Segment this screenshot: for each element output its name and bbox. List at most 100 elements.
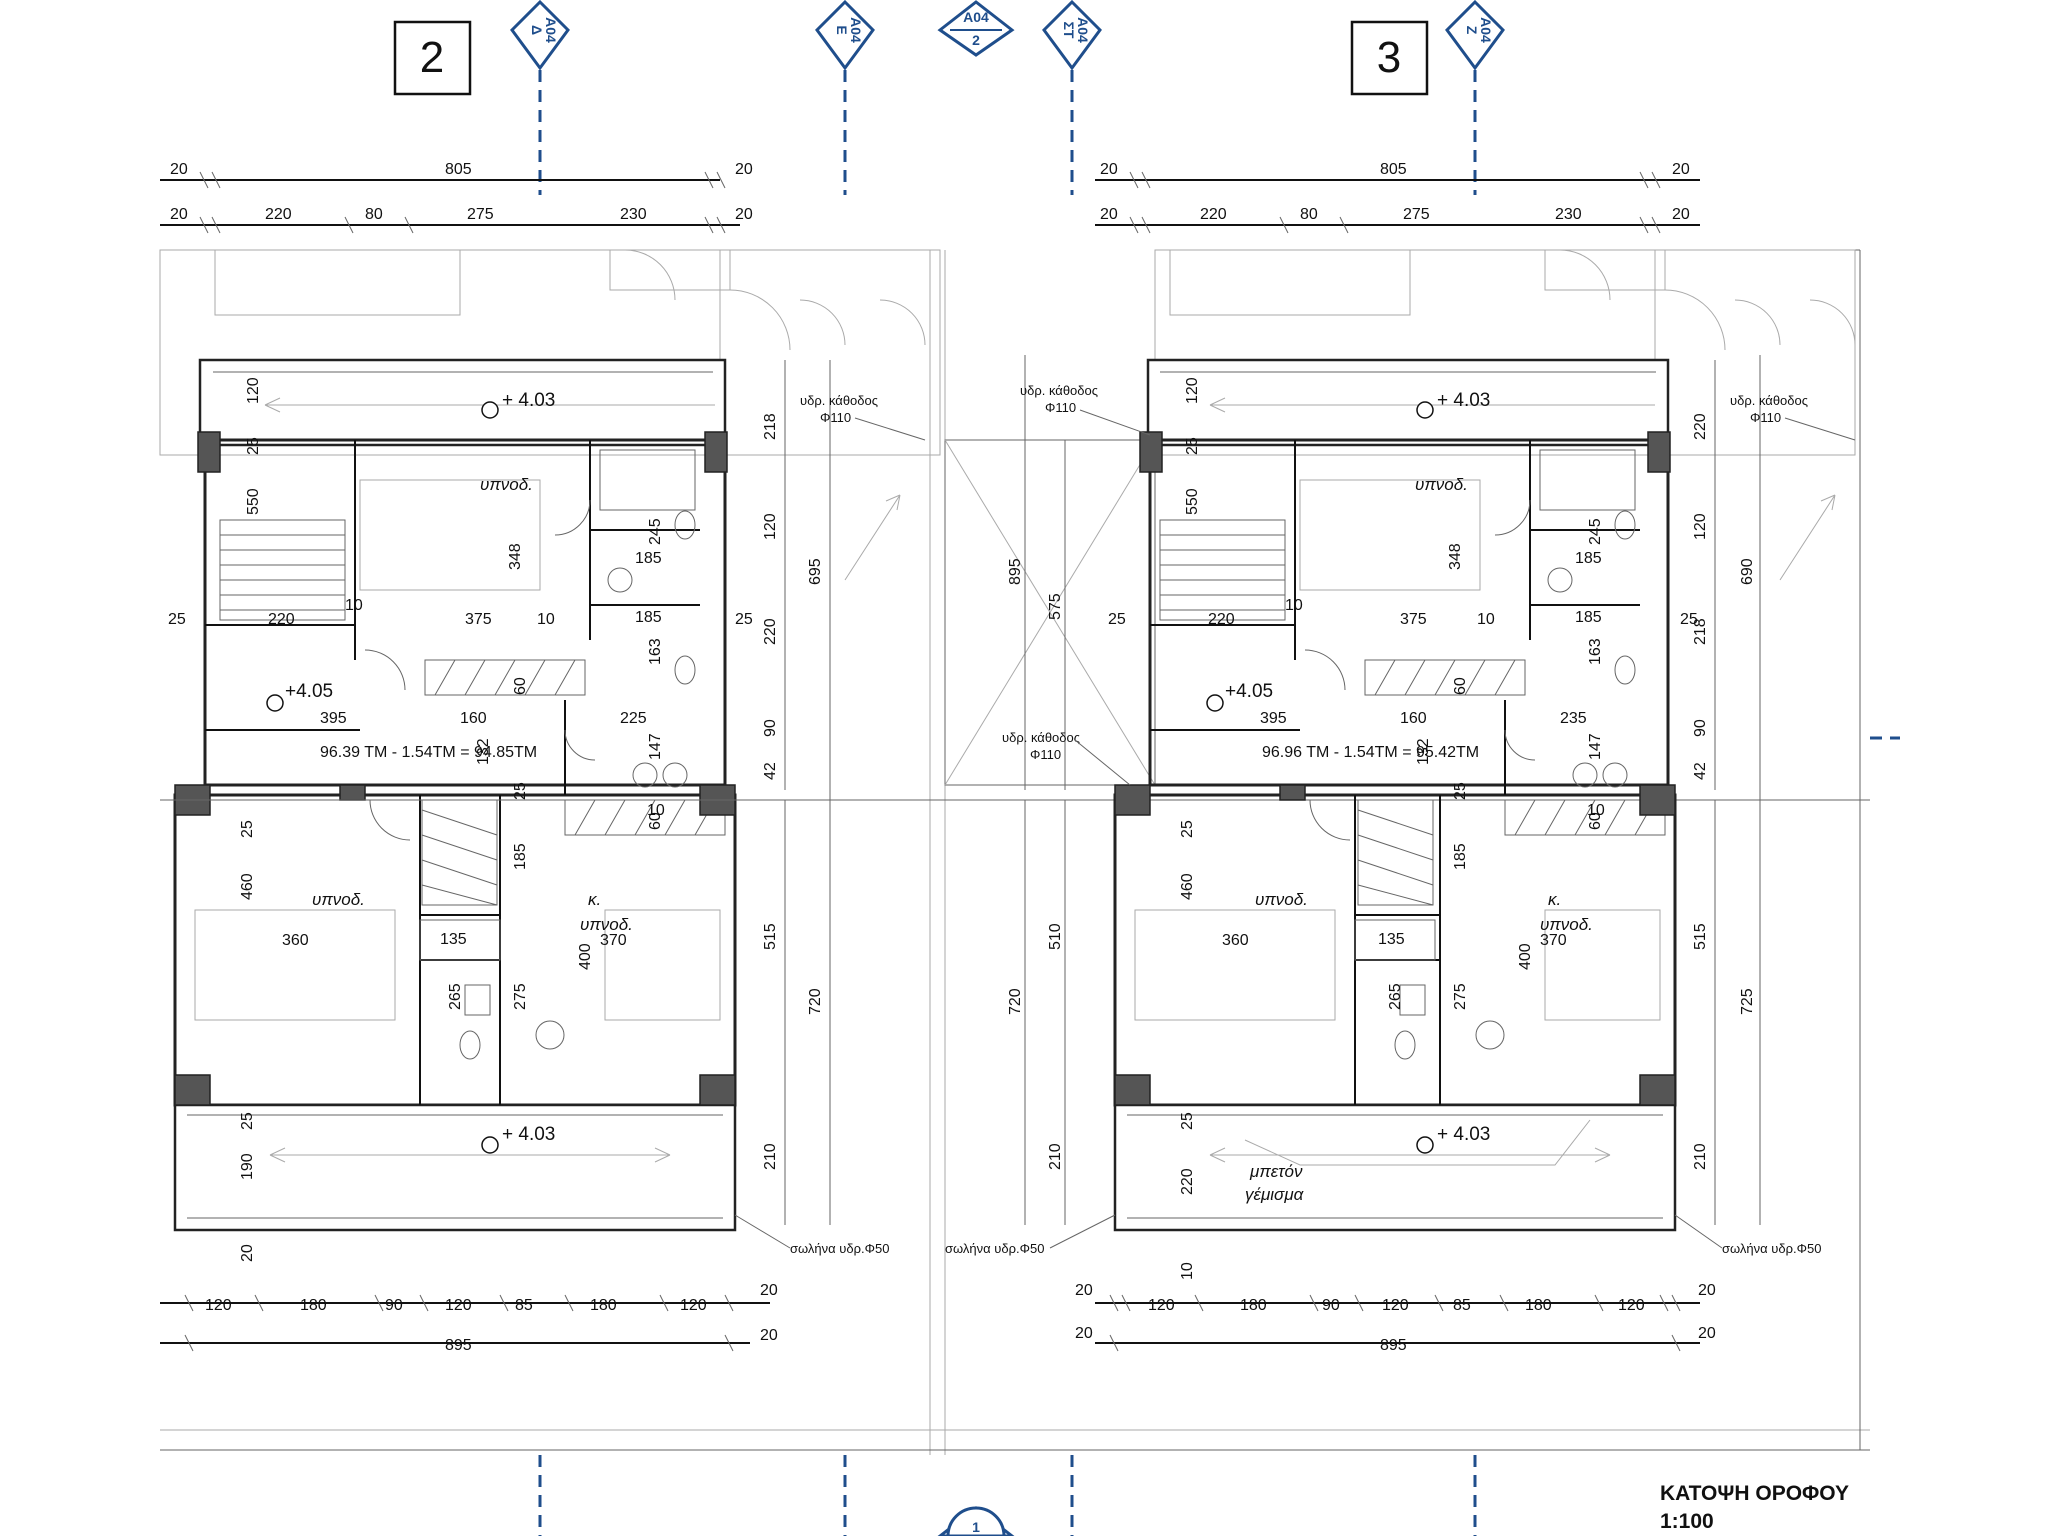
inner-dimensions: 120 25 550 348 25 220 10 375 10 245 185 … bbox=[168, 377, 753, 1262]
room-label: υπνοδ. bbox=[480, 475, 533, 494]
dim-label: 120 bbox=[1382, 1297, 1409, 1314]
dim-label: 135 bbox=[1378, 931, 1405, 948]
dim-label: 370 bbox=[600, 932, 627, 949]
dim-label: 120 bbox=[1184, 377, 1201, 404]
stair-treads bbox=[219, 519, 498, 906]
dim-label: 20 bbox=[1698, 1282, 1716, 1299]
dim-label: 85 bbox=[1453, 1297, 1471, 1314]
dim-label: 85 bbox=[515, 1297, 533, 1314]
dim-label: 180 bbox=[300, 1297, 327, 1314]
note-label: Φ110 bbox=[1030, 747, 1061, 762]
dim-label: 25 bbox=[1179, 1112, 1196, 1130]
section-marker-z: A04 Ζ bbox=[1445, 0, 1505, 71]
dim-label: 720 bbox=[807, 988, 824, 1015]
dim-label: 147 bbox=[1587, 733, 1604, 760]
dim-label: 25 bbox=[1184, 437, 1201, 455]
note-label: σωλήνα υδρ.Φ50 bbox=[945, 1241, 1044, 1256]
dim-label: 120 bbox=[762, 513, 779, 540]
dim-label: 230 bbox=[620, 206, 647, 223]
drawing-title: ΚΑΤΟΨΗ ΟΡΟΦΟΥ bbox=[1660, 1482, 1849, 1505]
dim-label: 348 bbox=[1447, 543, 1464, 570]
unit-number-box-3: 3 bbox=[1350, 20, 1429, 96]
section-marker-e: A04 Ε bbox=[815, 0, 875, 71]
dim-label: 25 bbox=[245, 437, 262, 455]
dim-label: 400 bbox=[577, 943, 594, 970]
dim-label: 220 bbox=[1692, 413, 1709, 440]
door-swings bbox=[364, 499, 596, 841]
dim-label: 575 bbox=[1047, 593, 1064, 620]
room-label: υπνοδ. bbox=[1255, 890, 1308, 909]
dim-label: 90 bbox=[1322, 1297, 1340, 1314]
inner-dimensions: 120 25 550 348 25 220 10 375 10 245 185 … bbox=[1108, 377, 1698, 1280]
note-label: υδρ. κάθοδος bbox=[1730, 393, 1808, 408]
dim-label: 265 bbox=[447, 983, 464, 1010]
fill-note: γέμισμα bbox=[1245, 1185, 1305, 1204]
dim-label: 10 bbox=[537, 611, 555, 628]
dim-label: 120 bbox=[680, 1297, 707, 1314]
dim-label: 690 bbox=[1739, 558, 1756, 585]
bed-outlines bbox=[1134, 479, 1661, 1021]
structural-columns bbox=[1114, 431, 1676, 1106]
dim-label: 20 bbox=[170, 161, 188, 178]
dim-label: 695 bbox=[807, 558, 824, 585]
section-number: 2 bbox=[972, 32, 980, 48]
dim-label: 10 bbox=[1477, 611, 1495, 628]
dim-label: 460 bbox=[239, 873, 256, 900]
section-ref: A04 bbox=[963, 9, 989, 25]
left-dimension-lines: 895 575 510 720 210 bbox=[1007, 355, 1066, 1225]
dim-label: 163 bbox=[647, 638, 664, 665]
room-label: υπνοδ. bbox=[312, 890, 365, 909]
dim-label: 60 bbox=[1587, 812, 1604, 830]
dim-label: 25 bbox=[168, 611, 186, 628]
dim-label: 180 bbox=[1525, 1297, 1552, 1314]
dim-label: 90 bbox=[762, 719, 779, 737]
dim-label: 460 bbox=[1179, 873, 1196, 900]
pipe-notes: υδρ. κάθοδος Φ110 σωλήνα υδρ.Φ50 bbox=[734, 393, 926, 1256]
dim-label: 20 bbox=[1075, 1325, 1093, 1342]
dim-label: 135 bbox=[440, 931, 467, 948]
wardrobe-hatch bbox=[1364, 659, 1666, 836]
note-label: Φ110 bbox=[1750, 410, 1781, 425]
unit-left: 20 805 20 20 220 80 275 230 20 bbox=[159, 161, 941, 1354]
dim-label: 275 bbox=[512, 983, 529, 1010]
dim-label: 160 bbox=[1400, 710, 1427, 727]
dim-label: 20 bbox=[1672, 161, 1690, 178]
note-label: σωλήνα υδρ.Φ50 bbox=[1722, 1241, 1821, 1256]
dim-label: 163 bbox=[1587, 638, 1604, 665]
stair-treads bbox=[1159, 519, 1434, 906]
dim-label: 20 bbox=[170, 206, 188, 223]
unit-right: 20 805 20 20 220 80 275 230 20 bbox=[945, 161, 1856, 1354]
dim-label: 370 bbox=[1540, 932, 1567, 949]
top-dimension-lines: 20 805 20 20 220 80 275 230 20 bbox=[1095, 161, 1700, 234]
dim-label: 210 bbox=[1692, 1143, 1709, 1170]
section-letter: Ε bbox=[834, 25, 850, 34]
dim-label: 220 bbox=[1208, 611, 1235, 628]
dim-label: 185 bbox=[512, 843, 529, 870]
dim-label: 218 bbox=[762, 413, 779, 440]
dim-label: 42 bbox=[762, 762, 779, 780]
dim-label: 895 bbox=[1380, 1337, 1407, 1354]
note-label: Φ110 bbox=[1045, 400, 1076, 415]
level-markers: + 4.03 +4.05 + 4.03 bbox=[1206, 390, 1490, 1154]
level-markers: + 4.03 +4.05 + 4.03 bbox=[266, 390, 555, 1154]
upper-floor-walls bbox=[173, 358, 901, 1232]
grid-lines bbox=[538, 70, 1900, 1536]
room-label: υπνοδ. bbox=[1540, 915, 1593, 934]
dim-label: 550 bbox=[1184, 488, 1201, 515]
dim-label: 220 bbox=[762, 618, 779, 645]
dim-label: 60 bbox=[647, 812, 664, 830]
section-marker-st: A04 ΣΤ bbox=[1042, 0, 1102, 71]
dim-label: 360 bbox=[1222, 932, 1249, 949]
dim-label: 10 bbox=[1285, 597, 1303, 614]
dim-label: 395 bbox=[320, 710, 347, 727]
dim-label: 210 bbox=[762, 1143, 779, 1170]
dim-label: 132 bbox=[1415, 738, 1432, 765]
dim-label: 275 bbox=[1452, 983, 1469, 1010]
dim-label: 220 bbox=[1179, 1168, 1196, 1195]
drawing-scale: 1:100 bbox=[1660, 1510, 1714, 1533]
top-dimension-lines: 20 805 20 20 220 80 275 230 20 bbox=[160, 161, 753, 234]
level-label: + 4.03 bbox=[502, 1124, 555, 1145]
level-label: +4.05 bbox=[285, 681, 333, 702]
dim-label: 210 bbox=[1047, 1143, 1064, 1170]
